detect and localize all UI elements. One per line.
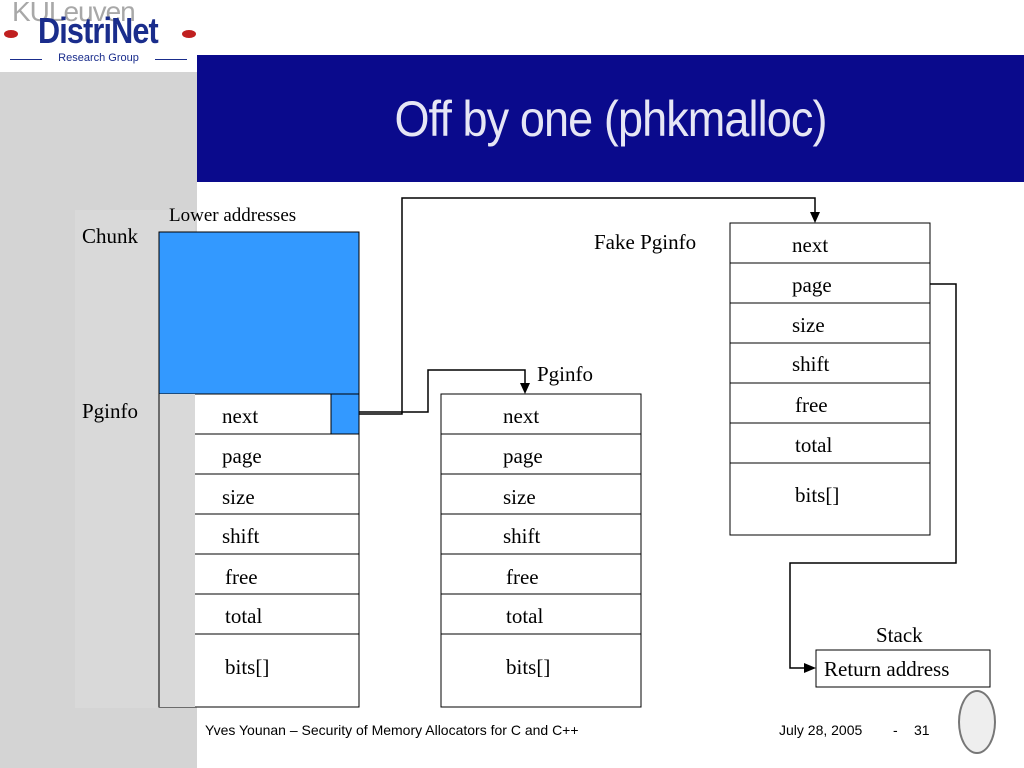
fake-cell-free: [729, 382, 931, 424]
mid-cell-page: [440, 433, 642, 475]
mid-field-total: total: [506, 604, 543, 628]
arrow-overflow-to-fake: [359, 197, 816, 415]
arrowhead-fake-icon: [810, 212, 820, 223]
distrinet-logo: DistriNet: [38, 10, 159, 51]
kuleuven-watermark: KULeuven: [12, 0, 136, 27]
fake-field-page: page: [792, 273, 832, 297]
mid-cell-bits: [440, 633, 642, 708]
footer-author: Yves Younan – Security of Memory Allocat…: [205, 722, 579, 738]
mid-field-free: free: [506, 565, 539, 589]
fake-pginfo-table: next page size shift free total bits[]: [729, 222, 931, 536]
fake-field-free: free: [795, 393, 828, 417]
fake-field-total: total: [795, 433, 832, 457]
stack-label: Stack: [876, 623, 923, 647]
mid-field-size: size: [503, 485, 536, 509]
fake-cell-bits: [729, 462, 931, 536]
arrow-overflow-to-mid: [359, 369, 526, 413]
fake-cell-size: [729, 302, 931, 344]
left-field-free: free: [225, 565, 258, 589]
mid-cell-total: [440, 593, 642, 635]
logo-dot-left-icon: [4, 30, 18, 38]
mid-cell-free: [440, 553, 642, 595]
slide-title: Off by one (phkmalloc): [394, 90, 827, 147]
left-pginfo-table: next page size shift free total bits[]: [158, 393, 360, 708]
overflow-byte-block: [330, 393, 360, 435]
lower-addresses-label: Lower addresses: [169, 205, 296, 226]
left-field-page: page: [222, 444, 262, 468]
left-field-size: size: [222, 485, 255, 509]
pginfo-mid-label: Pginfo: [537, 362, 593, 386]
fake-pginfo-label: Fake Pginfo: [594, 230, 696, 254]
mid-field-bits: bits[]: [506, 655, 550, 679]
return-address-label: Return address: [824, 657, 949, 681]
logo-rule-right: [155, 59, 187, 60]
mid-field-next: next: [503, 404, 539, 428]
footer-page-number: 31: [914, 722, 930, 738]
fake-field-next: next: [792, 233, 828, 257]
left-field-bits: bits[]: [225, 655, 269, 679]
fake-cell-next: [729, 222, 931, 264]
left-field-shift: shift: [222, 524, 260, 548]
mid-pginfo-table: next page size shift free total bits[]: [440, 393, 642, 708]
chunk-label: Chunk: [82, 224, 139, 248]
arrowhead-return-icon: [804, 663, 816, 673]
fake-field-size: size: [792, 313, 825, 337]
mid-field-page: page: [503, 444, 543, 468]
mid-cell-next: [440, 393, 642, 435]
title-band: [197, 55, 1024, 182]
left-field-total: total: [225, 604, 262, 628]
logo-area: KULeuven DistriNet Research Group: [0, 0, 197, 72]
arrowhead-mid-icon: [520, 383, 530, 394]
university-seal-icon: [958, 690, 996, 754]
fake-field-bits: bits[]: [795, 483, 839, 507]
logo-rule-left: [10, 59, 42, 60]
footer-separator: -: [893, 722, 898, 738]
chunk-block: [158, 231, 360, 395]
logo-dot-right-icon: [182, 30, 196, 38]
left-field-next: next: [222, 404, 258, 428]
research-group-label: Research Group: [58, 52, 139, 64]
left-table-shade: [159, 394, 195, 707]
arrow-page-to-return: [789, 283, 957, 669]
fake-field-shift: shift: [792, 352, 830, 376]
pginfo-left-label: Pginfo: [82, 399, 138, 423]
footer-date: July 28, 2005: [779, 722, 863, 738]
mid-field-shift: shift: [503, 524, 541, 548]
return-address-box: [815, 649, 991, 688]
mid-cell-size: [440, 473, 642, 515]
fake-cell-shift: [729, 342, 931, 384]
mid-cell-shift: [440, 513, 642, 555]
